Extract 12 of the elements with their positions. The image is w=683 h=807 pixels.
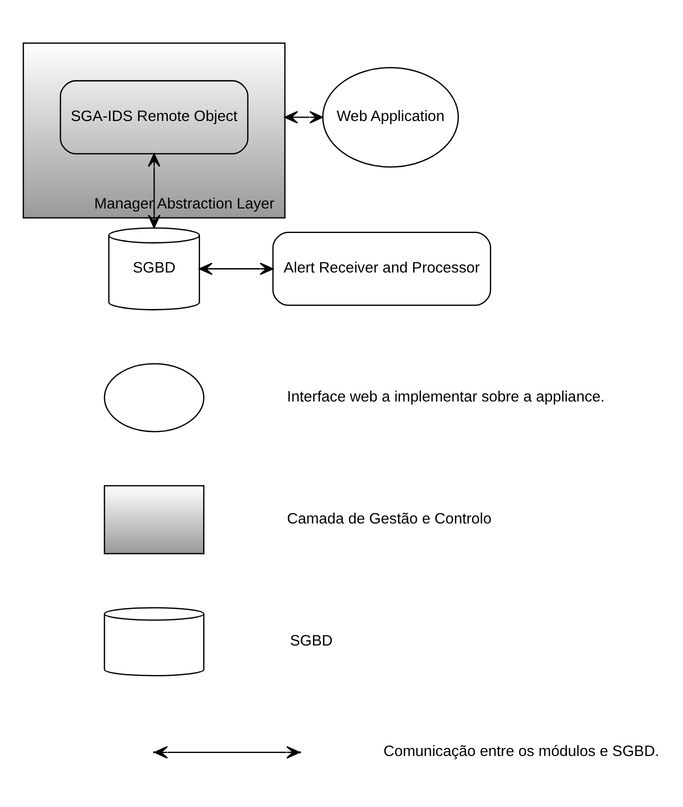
node-box bbox=[104, 484, 204, 554]
node-circle bbox=[104, 362, 204, 432]
node-ellipse: Web Application bbox=[322, 66, 459, 168]
arrow bbox=[284, 110, 324, 124]
arrow bbox=[198, 262, 274, 275]
legend-label: SGBD bbox=[290, 632, 333, 650]
legend-label: Interface web a implementar sobre a appliance. bbox=[287, 388, 605, 406]
node-box: SGA-IDS Remote Object bbox=[60, 80, 248, 154]
node-box: Alert Receiver and Processor bbox=[272, 231, 492, 306]
legend-label: Camada de Gestão e Controlo bbox=[287, 510, 492, 528]
legend-label: Comunicação entre os módulos e SGBD. bbox=[383, 742, 660, 760]
arrow bbox=[148, 152, 160, 228]
